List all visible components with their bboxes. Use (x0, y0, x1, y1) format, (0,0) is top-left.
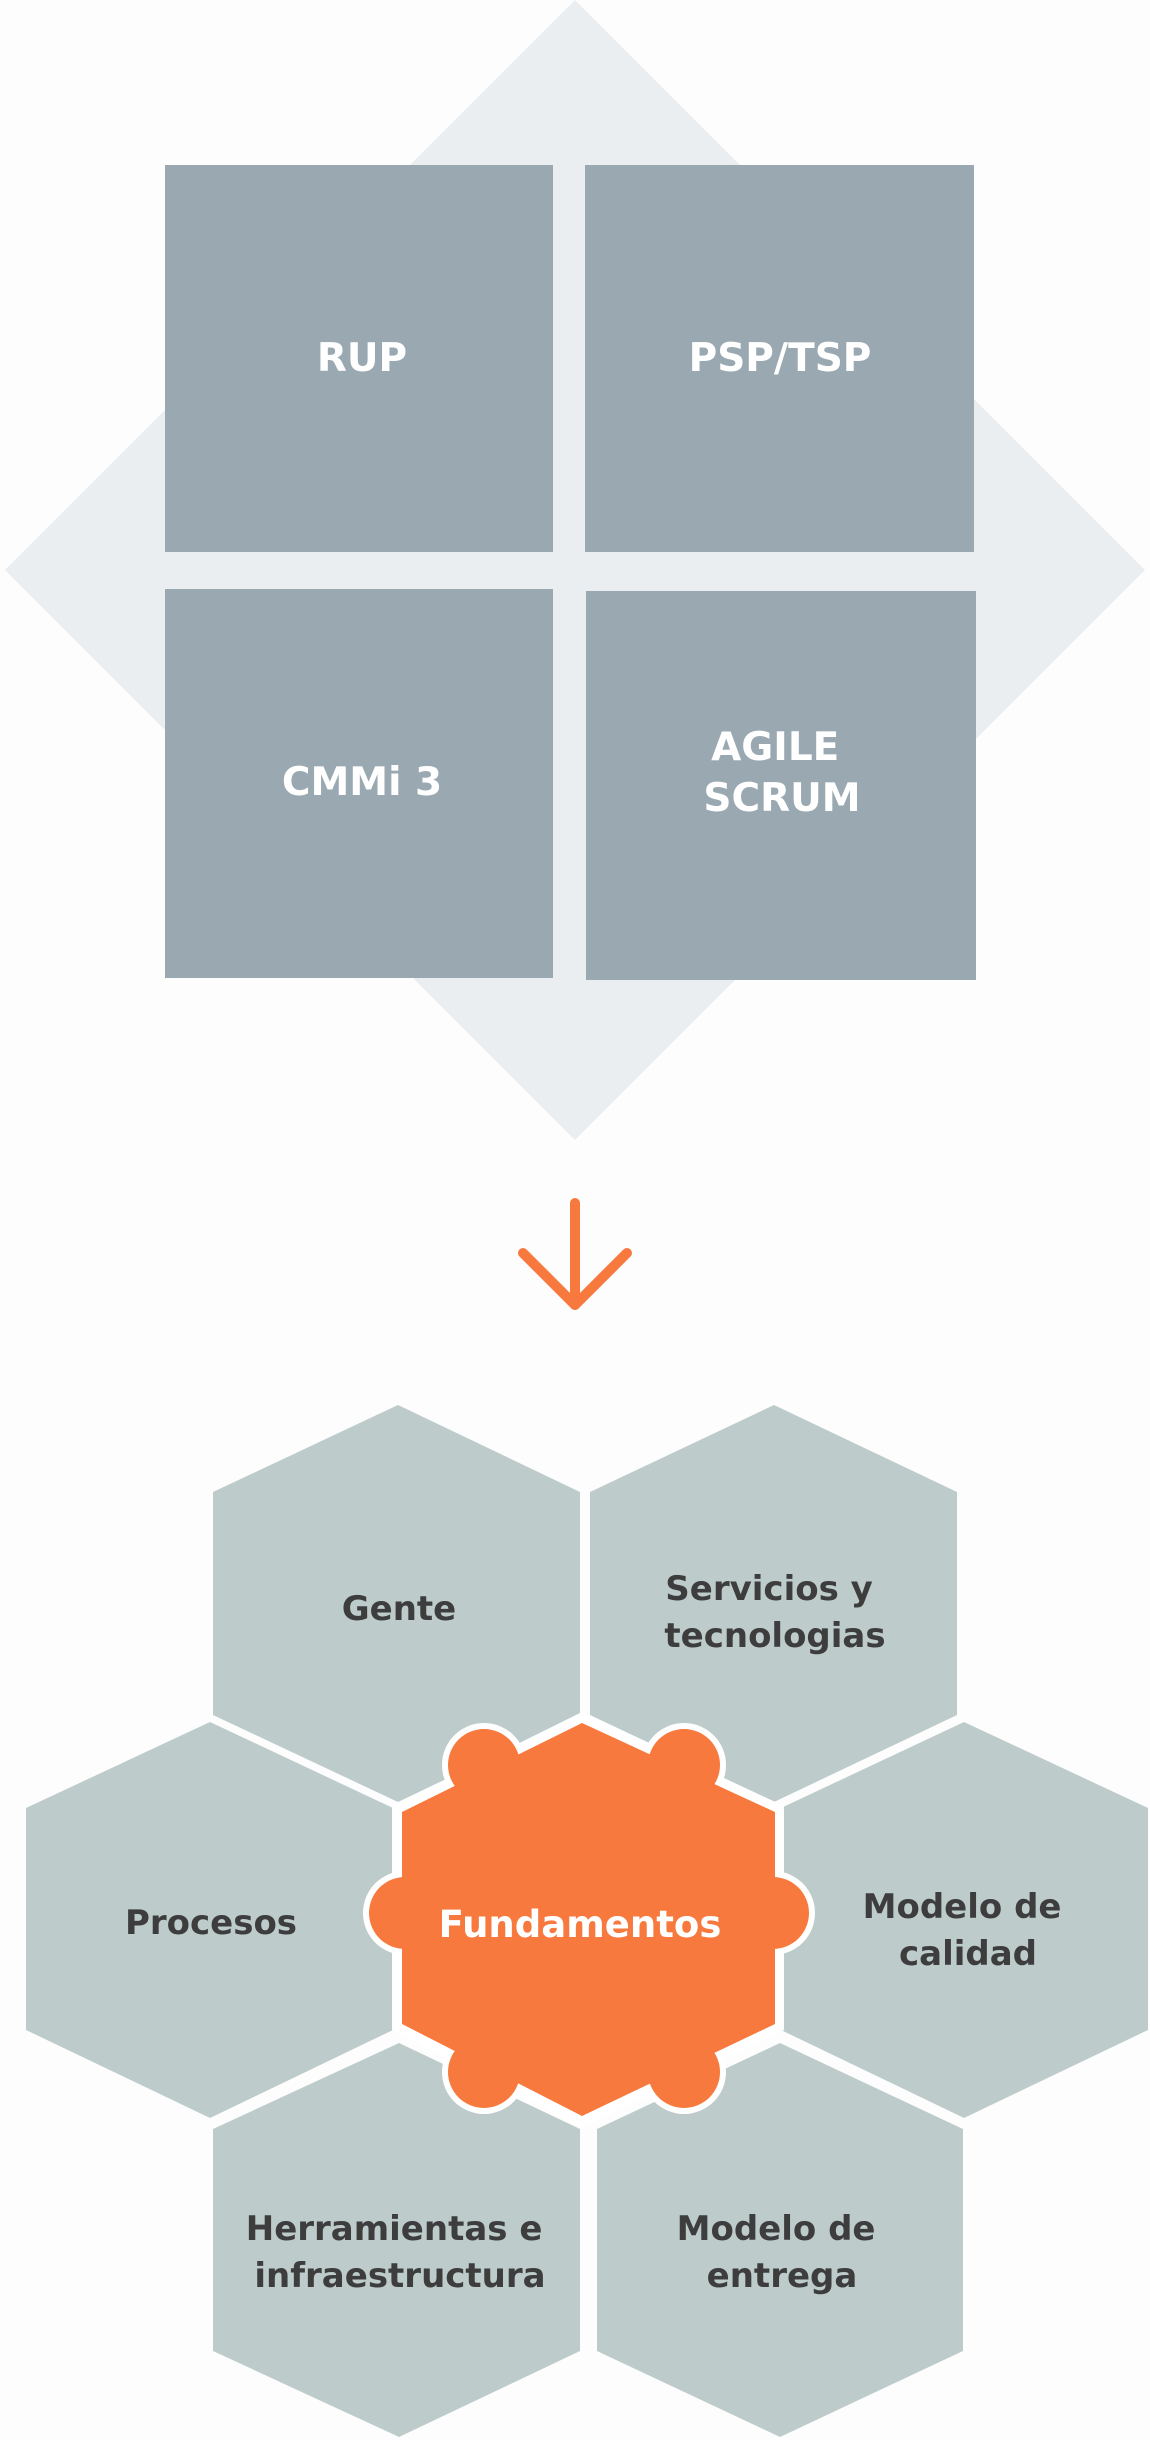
hexagon-servicios-tecnologias (590, 1405, 957, 1802)
hex-label-servicios-tecnologias: Servicios y tecnologias (664, 1569, 885, 1656)
hex-label-modelo-calidad: Modelo de calidad (863, 1887, 1074, 1974)
hex-label-line: Modelo de (863, 1887, 1062, 1927)
pillar-modelo-entrega: Modelo de entrega (597, 2043, 963, 2437)
hex-label-line: calidad (899, 1934, 1037, 1974)
center-label-fundamentos: Fundamentos (439, 1903, 722, 1946)
center-label-line: Fundamentos (439, 1903, 722, 1946)
box-label-cmmi-3: CMMi 3 (282, 760, 442, 805)
box-label-rup: RUP (317, 336, 407, 381)
pillar-gente: Gente (213, 1405, 580, 1802)
pillar-herramientas-infraestructura: Herramientas e infraestructura (213, 2043, 580, 2437)
hex-label-line: tecnologias (664, 1616, 885, 1656)
hex-label-modelo-entrega: Modelo de entrega (677, 2209, 888, 2296)
hexagon-herramientas-infraestructura (213, 2043, 580, 2437)
arrow-head (518, 1248, 632, 1310)
box-label-agile-scrum: AGILE SCRUM (703, 725, 860, 821)
methodology-box-rup: RUP (165, 165, 553, 552)
center-fundamentos: Fundamentos (363, 1712, 815, 2128)
hex-label-line: Servicios y (665, 1569, 873, 1609)
methodology-box-cmmi-3: CMMi 3 (165, 589, 553, 978)
hexagon-procesos (26, 1722, 393, 2118)
box-label-line: AGILE (711, 725, 839, 770)
box-label-line: PSP/TSP (689, 336, 872, 381)
hex-label-line: entrega (707, 2256, 858, 2296)
box-psp-tsp (585, 165, 974, 552)
box-label-psp-tsp: PSP/TSP (689, 336, 872, 381)
down-arrow-icon (518, 1198, 632, 1310)
hex-label-procesos: Procesos (125, 1903, 297, 1943)
box-label-line: RUP (317, 336, 407, 381)
hex-label-herramientas-infraestructura: Herramientas e infraestructura (246, 2209, 555, 2296)
hex-label-line: Herramientas e (246, 2209, 543, 2249)
hexagon-modelo-entrega (597, 2043, 963, 2437)
hex-label-line: Gente (342, 1589, 456, 1629)
pillar-procesos: Procesos (26, 1722, 393, 2118)
methodology-box-psp-tsp: PSP/TSP (585, 165, 974, 552)
box-label-line: SCRUM (703, 776, 860, 821)
hex-label-line: Modelo de (677, 2209, 876, 2249)
hex-label-line: Procesos (125, 1903, 297, 1943)
hex-label-gente: Gente (342, 1589, 456, 1629)
box-agile-scrum (586, 591, 976, 980)
hexagon-modelo-calidad (781, 1722, 1148, 2118)
center-gear (369, 1723, 809, 2116)
box-label-line: CMMi 3 (282, 760, 442, 805)
box-cmmi-3 (165, 589, 553, 978)
box-rup (165, 165, 553, 552)
pillar-servicios-tecnologias: Servicios y tecnologias (590, 1405, 957, 1802)
hex-label-line: infraestructura (254, 2256, 545, 2296)
methodology-box-agile-scrum: AGILE SCRUM (586, 591, 976, 980)
pillar-modelo-calidad: Modelo de calidad (781, 1722, 1148, 2118)
hexagon-gente (213, 1405, 580, 1802)
